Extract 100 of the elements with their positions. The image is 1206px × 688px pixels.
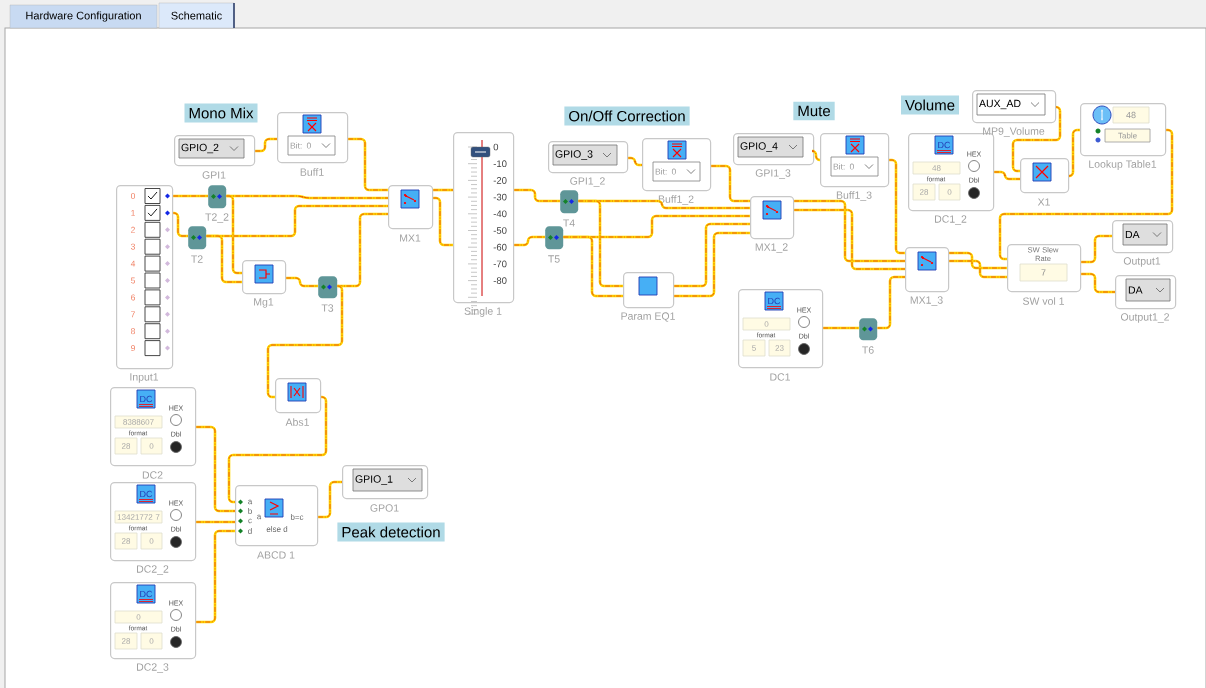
wire xyxy=(1011,105,1062,173)
pin-label: b=c xyxy=(290,514,304,520)
value-field: 28 xyxy=(114,437,138,455)
value-field: 5 xyxy=(742,339,766,357)
value-field: Table xyxy=(1104,128,1151,143)
block-name: GPO1 xyxy=(370,504,399,512)
value-field: 28 xyxy=(114,632,138,650)
pin-label: a xyxy=(257,514,262,520)
dropdown-field: Bit: 0 xyxy=(287,135,336,156)
wire xyxy=(1080,234,1113,264)
dropdown-field: GPIO_2 xyxy=(178,138,245,159)
pin-label: else d xyxy=(266,526,288,532)
block-name: Abs1 xyxy=(285,418,309,426)
wire xyxy=(513,188,561,203)
channel-number: 0 xyxy=(130,193,136,199)
scale-label: -10 xyxy=(493,160,507,168)
dropdown-field: DA xyxy=(1122,223,1168,246)
wire xyxy=(226,194,243,275)
pin-label: b xyxy=(248,508,252,514)
block-name: SW vol 1 xyxy=(1023,297,1064,305)
block-name: Input1 xyxy=(130,373,159,383)
wire xyxy=(513,235,546,247)
wire xyxy=(948,251,1008,270)
annotation-label: Volume xyxy=(901,95,960,115)
scale-label: -80 xyxy=(493,277,507,284)
wire xyxy=(285,276,319,288)
value-field: 8388607 xyxy=(114,415,163,429)
channel-number: 5 xyxy=(131,277,135,284)
block-name: Mg1 xyxy=(254,298,274,308)
block-name: MP9_Volume xyxy=(983,127,1045,137)
wire xyxy=(432,196,454,247)
wire xyxy=(347,137,389,192)
wire xyxy=(1080,272,1116,294)
pin-label: d xyxy=(248,528,252,534)
channel-number: 7 xyxy=(131,311,135,318)
scale-label: -60 xyxy=(493,243,507,251)
wire xyxy=(578,199,624,288)
wire xyxy=(195,425,236,513)
block-name: DC1_2 xyxy=(935,215,967,225)
block-name: T5 xyxy=(548,255,560,263)
scale-label: -20 xyxy=(493,177,507,184)
wire xyxy=(627,156,643,167)
wire xyxy=(793,199,906,263)
wire xyxy=(227,395,328,504)
wire xyxy=(1067,128,1081,178)
scale-label: -70 xyxy=(493,260,507,268)
dropdown-field: GPIO_4 xyxy=(737,136,804,158)
block-name: DC1 xyxy=(770,373,790,381)
block-name: Lookup Table1 xyxy=(1089,160,1157,170)
block-name: MX1_3 xyxy=(910,296,943,306)
channel-number: 8 xyxy=(131,328,135,335)
annotation-label: On/Off Correction xyxy=(564,106,690,126)
value-field: 28 xyxy=(912,183,936,201)
scale-label: -50 xyxy=(493,227,507,234)
wire xyxy=(172,211,189,238)
value-field: 13421772 7 xyxy=(114,510,163,524)
wire xyxy=(793,208,906,271)
block-name: MX1_2 xyxy=(755,243,788,253)
wire xyxy=(172,194,209,198)
dropdown-field: GPIO_1 xyxy=(352,468,423,492)
wire xyxy=(998,128,1174,261)
channel-number: 1 xyxy=(131,210,135,216)
channel-number: 2 xyxy=(131,226,135,233)
wire xyxy=(195,520,236,524)
value-field: 23 xyxy=(768,339,791,357)
wire xyxy=(948,259,1008,279)
value-field: 7 xyxy=(1019,263,1068,282)
wire xyxy=(673,222,751,288)
block-name: T3 xyxy=(321,304,334,312)
scale-label: 0 xyxy=(493,143,499,151)
wire xyxy=(432,188,454,192)
block-name: MX1 xyxy=(400,234,421,242)
wire xyxy=(673,231,751,298)
tab: Hardware Configuration xyxy=(9,4,158,29)
wire xyxy=(206,234,243,284)
block-name: GPI1_3 xyxy=(755,169,791,179)
block-name: ABCD 1 xyxy=(257,551,295,559)
pin-label: a xyxy=(248,499,253,505)
block-name: Param EQ1 xyxy=(621,312,675,322)
wire xyxy=(993,170,1021,181)
dropdown-field: Bit: 0 xyxy=(652,161,701,182)
block-name: DC2 xyxy=(142,471,163,479)
channel-number: 4 xyxy=(130,260,136,267)
annotation-label: Mono Mix xyxy=(184,103,258,123)
block-name: Single 1 xyxy=(464,307,502,317)
scale-label: -30 xyxy=(493,193,507,201)
value-field: 48 xyxy=(912,161,961,175)
block-name: DC2_3 xyxy=(137,663,169,673)
tab: Schematic xyxy=(158,2,235,29)
block-name: Buff1_3 xyxy=(836,191,872,201)
annotation-label: Peak detection xyxy=(337,522,445,542)
block-name: Output1_2 xyxy=(1121,313,1169,323)
dropdown-field: DA xyxy=(1125,278,1171,302)
block-name: DC2_2 xyxy=(137,565,169,575)
value-field: 48 xyxy=(1112,106,1150,124)
dropdown-field: Bit: 0 xyxy=(830,156,879,177)
dropdown-field: GPIO_3 xyxy=(552,144,618,166)
wire xyxy=(888,158,906,255)
channel-number: 9 xyxy=(131,345,135,352)
wire xyxy=(195,529,236,624)
